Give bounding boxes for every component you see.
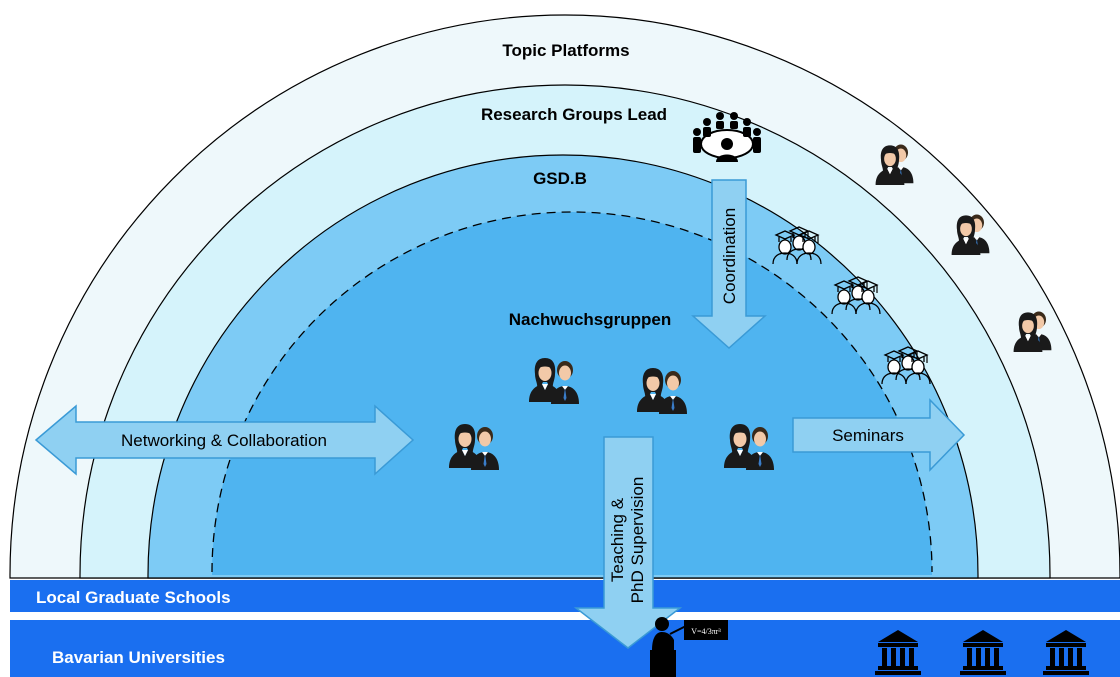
bavarian-universities-bar <box>10 620 1120 677</box>
seminars-label: Seminars <box>832 426 904 445</box>
teacher-at-blackboard-icon: V=4/3πr³ <box>650 617 728 677</box>
research-groups-label: Research Groups Lead <box>481 105 667 124</box>
local-graduate-schools-bar <box>10 580 1120 612</box>
meeting-table-icon <box>693 112 761 162</box>
gsdb-label: GSD.B <box>533 169 587 188</box>
teaching-arrow: Teaching & PhD Supervision <box>573 436 683 649</box>
teaching-label-line2: PhD Supervision <box>628 477 647 604</box>
coordination-label: Coordination <box>720 208 739 304</box>
seminars-arrow: Seminars <box>792 398 966 472</box>
blackboard-formula: V=4/3πr³ <box>691 627 721 636</box>
topic-platforms-label: Topic Platforms <box>502 41 629 60</box>
teaching-label-line1: Teaching & <box>608 497 627 582</box>
bavarian-universities-label: Bavarian Universities <box>52 648 225 667</box>
local-graduate-schools-label: Local Graduate Schools <box>36 588 231 607</box>
networking-arrow: Networking & Collaboration <box>34 404 415 476</box>
nachwuchs-dashed-arc <box>211 211 933 573</box>
nachwuchsgruppen-label: Nachwuchsgruppen <box>509 310 671 329</box>
coordination-arrow: Coordination <box>691 179 767 350</box>
networking-label: Networking & Collaboration <box>121 431 327 450</box>
